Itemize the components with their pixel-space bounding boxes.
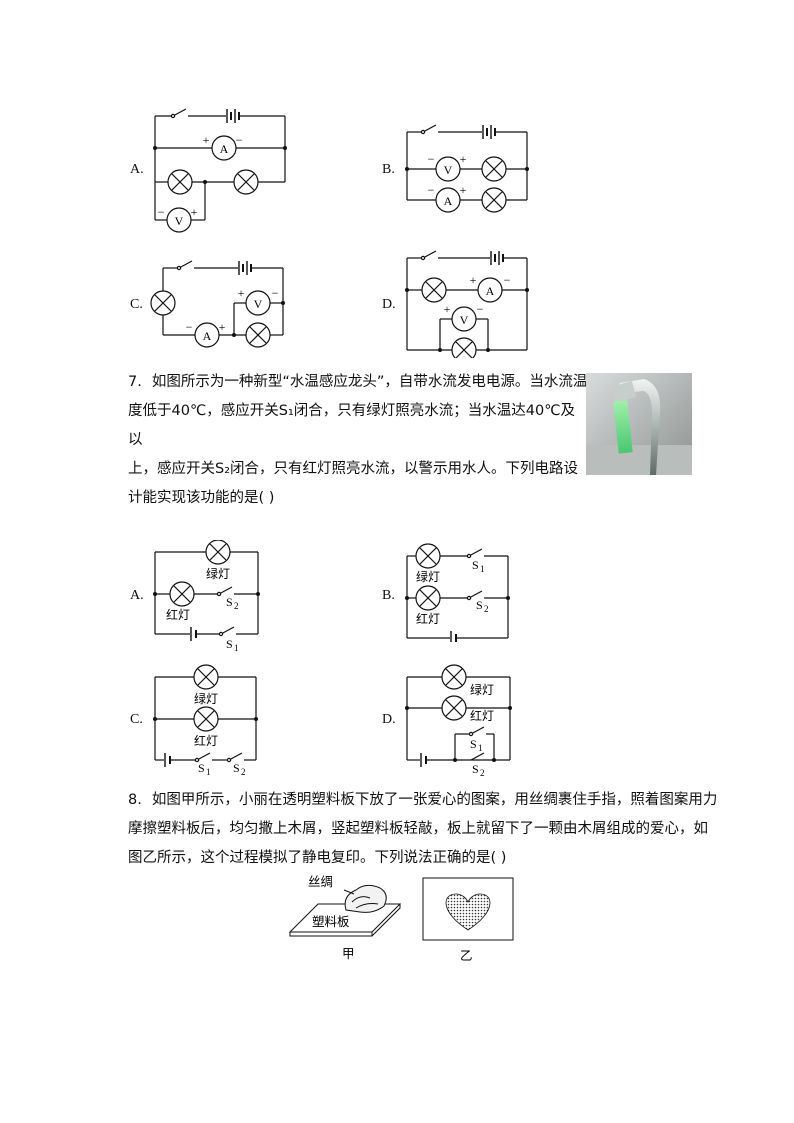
svg-text:红灯: 红灯 [470,708,494,723]
green-lamp-label: 绿灯 [206,566,230,581]
svg-text:2: 2 [241,767,246,776]
q6-option-b-label: B. [382,162,395,177]
svg-text:−: − [236,133,243,147]
water-faucet-photo [586,373,692,475]
svg-text:S: S [233,761,240,775]
svg-text:S: S [476,598,483,612]
q7-option-b-label: B. [382,588,395,603]
svg-text:V: V [444,163,453,177]
jia-label: 甲 [342,946,355,961]
q6-circuit-c: A − + V + − [150,260,285,348]
voltmeter-letter: V [175,214,184,228]
svg-text:红灯: 红灯 [416,611,440,626]
silk-label: 丝绸 [308,874,333,889]
svg-text:+: + [219,320,226,334]
q6-circuit-d: A + − V + − [405,250,529,358]
svg-text:2: 2 [484,604,489,614]
svg-text:+: + [470,273,477,287]
q7-option-a-label: A. [130,588,144,603]
svg-text:S: S [226,637,233,651]
q6-circuit-b: V − + A − + [405,124,529,213]
svg-text:S: S [472,558,479,572]
svg-text:红灯: 红灯 [194,733,218,748]
svg-text:S: S [198,761,205,775]
red-lamp-label: 红灯 [166,607,190,622]
svg-text:A: A [203,329,212,343]
svg-text:+: + [460,152,467,166]
q8-number: 8. [128,792,142,808]
yi-label: 乙 [460,948,473,962]
q8-figure-yi: 乙 [422,877,514,962]
svg-text:S: S [472,762,479,776]
svg-text:−: − [504,273,511,287]
q8-figure-jia: 丝绸 塑料板 甲 [288,874,402,961]
svg-text:A: A [486,284,495,298]
svg-text:+: + [238,286,245,300]
svg-text:S: S [226,595,233,609]
svg-text:2: 2 [234,601,239,611]
svg-text:1: 1 [480,564,485,574]
q7-text: 7.如图所示为一种新型“水温感应龙头”，自带水流发电电源。当水流温 度低于40℃… [128,374,588,506]
svg-text:−: − [272,286,279,300]
svg-text:S: S [470,737,477,751]
q6-option-c-label: C. [130,297,143,312]
svg-text:+: + [203,133,210,147]
svg-text:−: − [186,320,193,334]
svg-text:2: 2 [480,768,485,776]
svg-text:1: 1 [478,743,483,753]
svg-text:−: − [428,152,435,166]
svg-text:绿灯: 绿灯 [470,682,494,697]
ammeter-letter: A [220,142,229,156]
svg-text:+: + [444,302,451,316]
svg-text:+: + [460,183,467,197]
svg-text:1: 1 [234,643,239,652]
q6-option-a-label: A. [130,162,144,177]
plastic-board-label: 塑料板 [312,914,350,929]
svg-text:V: V [460,313,469,327]
svg-text:+: + [191,205,198,219]
q8-text: 8.如图甲所示，小丽在透明塑料板下放了一张爱心的图案，用丝绸裹住手指，照着图案用… [128,792,718,866]
q6-circuit-a: A + − V − + [153,108,287,233]
svg-text:绿灯: 绿灯 [194,691,218,706]
svg-text:A: A [444,194,453,208]
svg-text:V: V [254,297,263,311]
svg-text:−: − [158,205,165,219]
q6-option-d-label: D. [382,297,396,312]
q7-option-d-label: D. [382,712,396,727]
svg-text:−: − [428,183,435,197]
heart-icon [445,893,491,931]
svg-text:绿灯: 绿灯 [416,569,440,584]
q7-option-c-label: C. [130,712,143,727]
q7-number: 7. [128,374,142,390]
svg-text:−: − [477,302,484,316]
svg-text:1: 1 [206,767,211,776]
